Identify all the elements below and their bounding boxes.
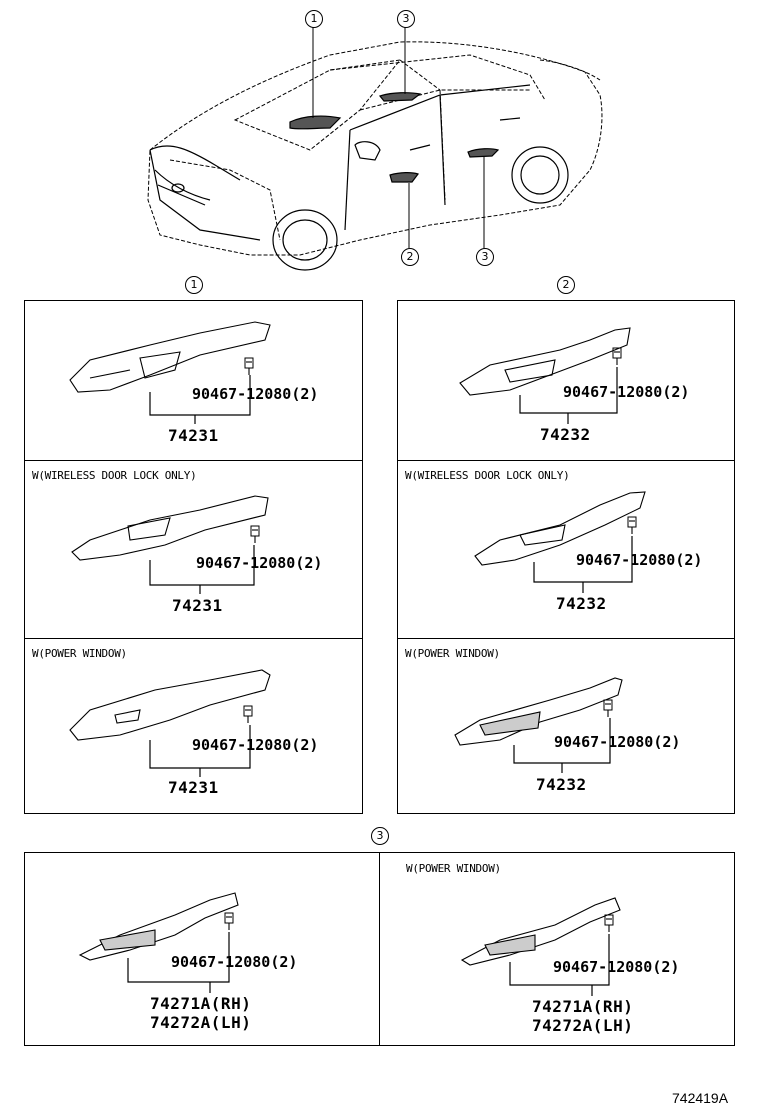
panel2-divider-1 xyxy=(397,460,735,461)
condition-label: W(WIRELESS DOOR LOCK ONLY) xyxy=(32,469,197,482)
callout-3-marker: 3 xyxy=(397,10,415,28)
panel1-divider-1 xyxy=(24,460,363,461)
bolt-number: 90467-12080(2) xyxy=(576,551,703,569)
panel2-divider-2 xyxy=(397,638,735,639)
condition-label: W(POWER WINDOW) xyxy=(406,862,501,875)
bolt-number: 90467-12080(2) xyxy=(196,554,323,572)
condition-label: W(POWER WINDOW) xyxy=(405,647,500,660)
bolt-number: 90467-12080(2) xyxy=(563,383,690,401)
part-number: 74232 xyxy=(540,425,591,444)
part-number: 74231 xyxy=(168,778,219,797)
diagram-code: 742419A xyxy=(672,1090,729,1106)
part-number-lh: 74272A(LH) xyxy=(532,1016,634,1035)
bolt-number: 90467-12080(2) xyxy=(553,958,680,976)
panel1-divider-2 xyxy=(24,638,363,639)
part-number: 74231 xyxy=(172,596,223,615)
condition-label: W(POWER WINDOW) xyxy=(32,647,127,660)
callout-1-marker: 1 xyxy=(305,10,323,28)
callout-2-marker: 2 xyxy=(401,248,419,266)
panel-front-driver xyxy=(24,300,363,814)
bolt-number: 90467-12080(2) xyxy=(192,736,319,754)
bolt-number: 90467-12080(2) xyxy=(192,385,319,403)
part-number: 74231 xyxy=(168,426,219,445)
section-3-marker: 3 xyxy=(371,827,389,845)
part-number-rh: 74271A(RH) xyxy=(532,997,634,1016)
condition-label: W(WIRELESS DOOR LOCK ONLY) xyxy=(405,469,570,482)
callout-3-marker-lower: 3 xyxy=(476,248,494,266)
part-number: 74232 xyxy=(556,594,607,613)
section-1-marker: 1 xyxy=(185,276,203,294)
bolt-number: 90467-12080(2) xyxy=(554,733,681,751)
part-number-lh: 74272A(LH) xyxy=(150,1013,252,1032)
car-illustration xyxy=(147,27,603,271)
part-number: 74232 xyxy=(536,775,587,794)
panel-front-passenger xyxy=(397,300,735,814)
bolt-number: 90467-12080(2) xyxy=(171,953,298,971)
part-number-rh: 74271A(RH) xyxy=(150,994,252,1013)
section-2-marker: 2 xyxy=(557,276,575,294)
panel3-divider xyxy=(379,852,380,1046)
